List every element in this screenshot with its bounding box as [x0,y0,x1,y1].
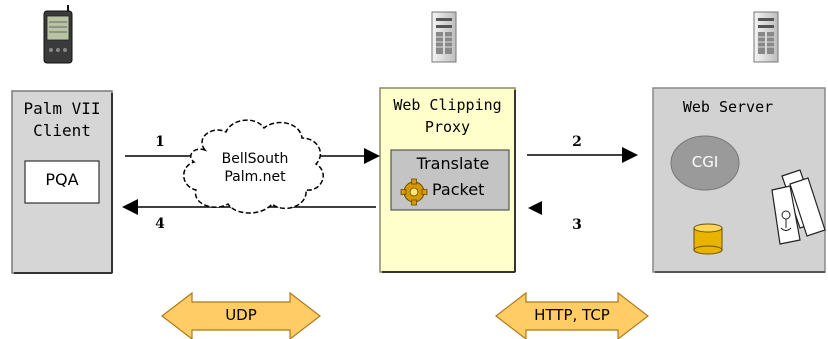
server-tower-icon [431,11,457,63]
packet-label: Packet [432,180,485,199]
step-4-label: 4 [155,216,165,232]
palm-device-icon [43,5,73,64]
proxy-title-line1: Web Clipping [393,96,502,114]
network-label-line2: Palm.net [224,169,286,185]
pqa-box [24,160,100,204]
translate-label: Translate [416,154,490,173]
server-tower-icon [753,11,779,63]
translate-packet-box [390,149,510,211]
proxy-title-line2: Proxy [424,118,471,136]
arrow-step-2 [527,147,638,163]
proxy-title: Web Clipping Proxy [380,94,515,138]
network-label: BellSouth Palm.net [200,150,310,186]
client-title: Palm VII Client [12,98,112,142]
network-label-line1: BellSouth [221,151,289,167]
cloud-icon [183,119,324,214]
cgi-label: CGI [691,153,719,171]
step-2-label: 2 [572,134,582,150]
udp-label: UDP [225,306,257,324]
documents-icon [771,169,826,245]
pqa-label: PQA [45,170,79,189]
arrow-step-3 [528,201,542,215]
http-tcp-label: HTTP, TCP [534,306,610,324]
database-icon [693,223,723,255]
cgi-ellipse [670,135,740,191]
gear-icon [400,178,428,206]
client-title-line1: Palm VII [23,99,101,118]
web-server-title: Web Server [682,98,774,116]
client-title-line2: Client [33,121,91,140]
http-tcp-double-arrow [495,291,649,339]
udp-double-arrow [161,291,321,339]
step-1-label: 1 [155,134,165,150]
step-3-label: 3 [572,217,582,233]
